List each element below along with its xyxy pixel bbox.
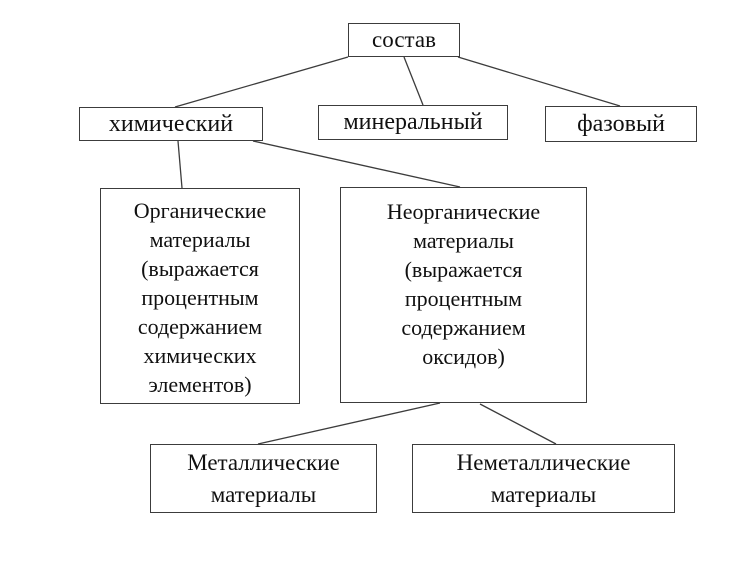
edge-khimicheskiy-neorganicheskie	[252, 140, 461, 188]
edge-sostav-khimicheskiy	[174, 56, 349, 108]
node-sostav: состав	[348, 23, 460, 57]
edge-neorganicheskie-nemetallicheskie	[479, 403, 557, 445]
edge-sostav-fazovyy	[457, 56, 621, 107]
node-khimicheskiy: химический	[79, 107, 263, 141]
node-nemetallicheskie-label: Неметаллические материалы	[456, 449, 631, 507]
node-fazovyy: фазовый	[545, 106, 697, 142]
node-nemetallicheskie-materialy: Неметаллические материалы	[412, 444, 675, 513]
node-organicheskie-label: Органические материалы (выражается проце…	[133, 198, 267, 397]
edge-neorganicheskie-metallicheskie	[257, 402, 441, 445]
node-sostav-label: состав	[372, 27, 436, 52]
node-organicheskie-materialy: Органические материалы (выражается проце…	[100, 188, 300, 404]
node-metallicheskie-label: Металлические материалы	[187, 449, 340, 507]
node-fazovyy-label: фазовый	[577, 110, 665, 137]
edge-sostav-mineralnyy	[403, 56, 424, 106]
node-khimicheskiy-label: химический	[108, 110, 234, 137]
node-neorganicheskie-materialy: Неорганические материалы (выражается про…	[340, 187, 587, 403]
edge-khimicheskiy-organicheskie	[177, 140, 183, 189]
node-mineralnyy-label: минеральный	[343, 109, 483, 135]
node-metallicheskie-materialy: Металлические материалы	[150, 444, 377, 513]
node-neorganicheskie-label: Неорганические материалы (выражается про…	[386, 199, 541, 369]
node-mineralnyy: минеральный	[318, 105, 508, 140]
